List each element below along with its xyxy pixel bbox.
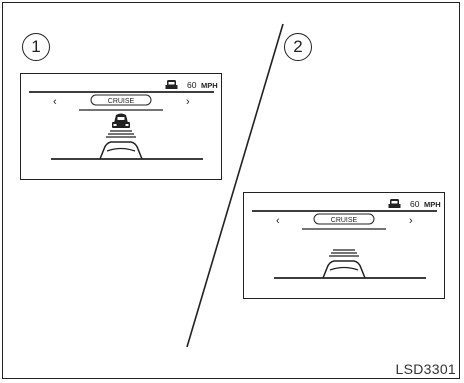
right-arrow: › [186, 96, 190, 108]
speed-value: 60 [410, 199, 420, 209]
cruise-label: CRUISE [108, 98, 135, 105]
vehicle-status-icon [388, 199, 401, 208]
left-arrow: ‹ [276, 215, 280, 227]
own-vehicle-window [106, 147, 136, 152]
step-2-number: 2 [284, 33, 312, 61]
right-arrow: › [409, 215, 413, 227]
cruise-mode-pill [313, 213, 375, 225]
speed-value: 60 [187, 80, 197, 90]
figure-frame [2, 2, 460, 379]
figure-caption: LSD3301 [395, 361, 456, 377]
own-vehicle-outline [322, 260, 366, 279]
vehicle-status-icon [165, 80, 178, 89]
display-panel-2: 60 MPH ‹ › CRUISE [243, 192, 445, 299]
speed-unit: MPH [424, 200, 441, 209]
speed-unit: MPH [201, 81, 218, 90]
display-2: 60 MPH ‹ › CRUISE [252, 199, 441, 279]
distance-bars [329, 249, 359, 257]
left-arrow: ‹ [53, 96, 57, 108]
step-1-number: 1 [22, 33, 50, 61]
cruise-mode-pill [90, 94, 152, 106]
own-vehicle-window [329, 266, 359, 271]
display-1: 60 MPH ‹ › CRUISE [29, 80, 218, 160]
display-panel-1: 60 MPH ‹ › CRUISE [20, 73, 222, 180]
cruise-label: CRUISE [331, 217, 358, 224]
distance-bars [106, 130, 136, 138]
own-vehicle-outline [99, 141, 143, 160]
car-icon [112, 113, 130, 128]
